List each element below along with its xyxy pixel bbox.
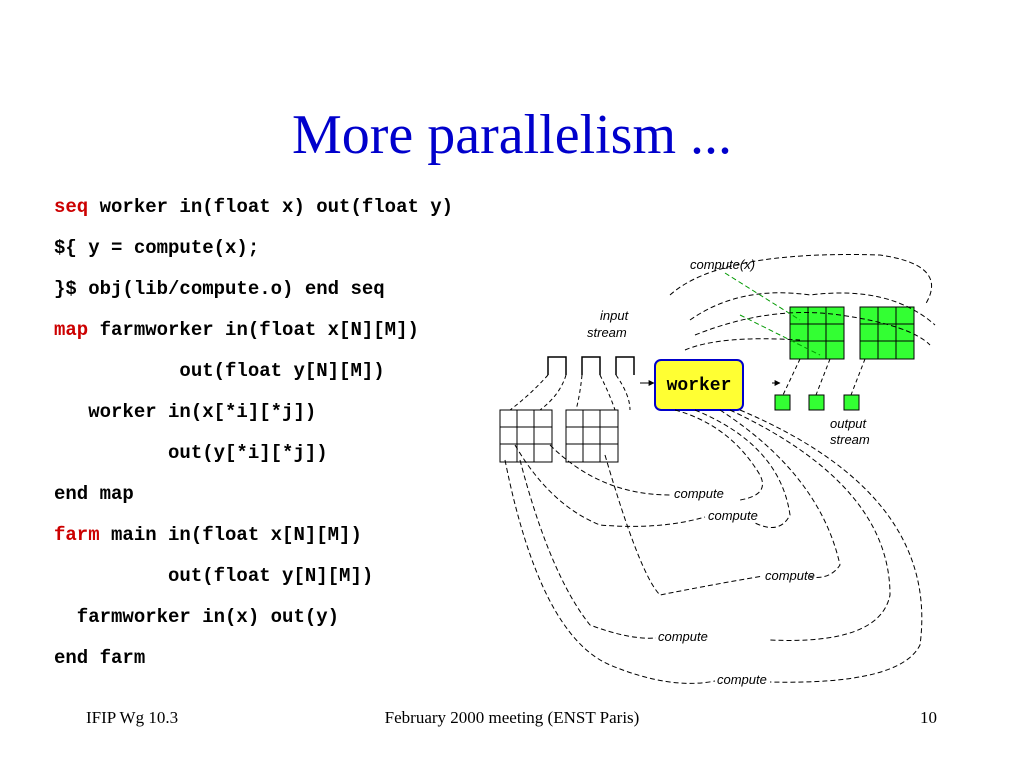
- code-line-10: out(float y[N][M]): [54, 561, 453, 602]
- worker-label: worker: [667, 376, 732, 396]
- slide-title: More parallelism ...: [291, 104, 733, 166]
- output-label: output: [830, 416, 868, 431]
- code-line-2: ${ y = compute(x);: [54, 233, 453, 274]
- output-stream-label: stream: [830, 432, 870, 447]
- code-text: main in(float x[N][M]): [99, 524, 362, 546]
- input-label: input: [600, 308, 630, 323]
- output-cell-1: [774, 394, 791, 411]
- code-line-6: worker in(x[*i][*j]): [54, 397, 453, 438]
- code-line-1: seq worker in(float x) out(float y): [54, 192, 453, 233]
- code-line-9: farm main in(float x[N][M]): [54, 520, 453, 561]
- worker-box: [654, 359, 744, 411]
- code-line-3: }$ obj(lib/compute.o) end seq: [54, 274, 453, 315]
- code-text: worker in(float x) out(float y): [88, 196, 454, 218]
- code-text: farmworker in(float x[N][M]): [88, 319, 419, 341]
- code-text: end farm: [54, 647, 146, 669]
- code-line-12: end farm: [54, 643, 453, 684]
- input-grid-left: [499, 409, 553, 463]
- output-cell-2: [808, 394, 825, 411]
- code-block: seq worker in(float x) out(float y) ${ y…: [54, 192, 453, 684]
- input-grid-right: [565, 409, 619, 463]
- code-line-4: map farmworker in(float x[N][M]): [54, 315, 453, 356]
- compute-label-5: compute: [717, 672, 767, 687]
- stream-label: stream: [587, 325, 627, 340]
- code-text: ${ y = compute(x);: [54, 237, 260, 259]
- keyword-farm: farm: [54, 524, 100, 546]
- compute-label-2: compute: [708, 508, 758, 523]
- code-text: out(y[*i][*j]): [54, 442, 328, 464]
- compute-label-3: compute: [765, 568, 815, 583]
- footer-center: February 2000 meeting (ENST Paris): [384, 708, 640, 727]
- keyword-seq: seq: [54, 196, 89, 218]
- code-text: farmworker in(x) out(y): [54, 606, 340, 628]
- code-text: end map: [54, 483, 134, 505]
- compute-label-4: compute: [658, 629, 708, 644]
- code-text: out(float y[N][M]): [54, 565, 374, 587]
- footer-left: IFIP Wg 10.3: [86, 708, 179, 727]
- output-grid-right: [859, 306, 915, 360]
- page-number: 10: [920, 708, 937, 727]
- keyword-map: map: [54, 319, 89, 341]
- farm-diagram: compute(x) input stream worker output st…: [499, 254, 936, 687]
- code-line-11: farmworker in(x) out(y): [54, 602, 453, 643]
- code-line-8: end map: [54, 479, 453, 520]
- code-text: worker in(x[*i][*j]): [54, 401, 317, 423]
- code-text: }$ obj(lib/compute.o) end seq: [54, 278, 385, 300]
- compute-label-1: compute: [674, 486, 724, 501]
- code-text: out(float y[N][M]): [54, 360, 385, 382]
- code-line-7: out(y[*i][*j]): [54, 438, 453, 479]
- code-line-5: out(float y[N][M]): [54, 356, 453, 397]
- output-grid-left: [789, 306, 845, 360]
- input-stream-slots: [547, 356, 635, 375]
- compute-x-label: compute(x): [690, 257, 755, 272]
- output-cell-3: [843, 394, 860, 411]
